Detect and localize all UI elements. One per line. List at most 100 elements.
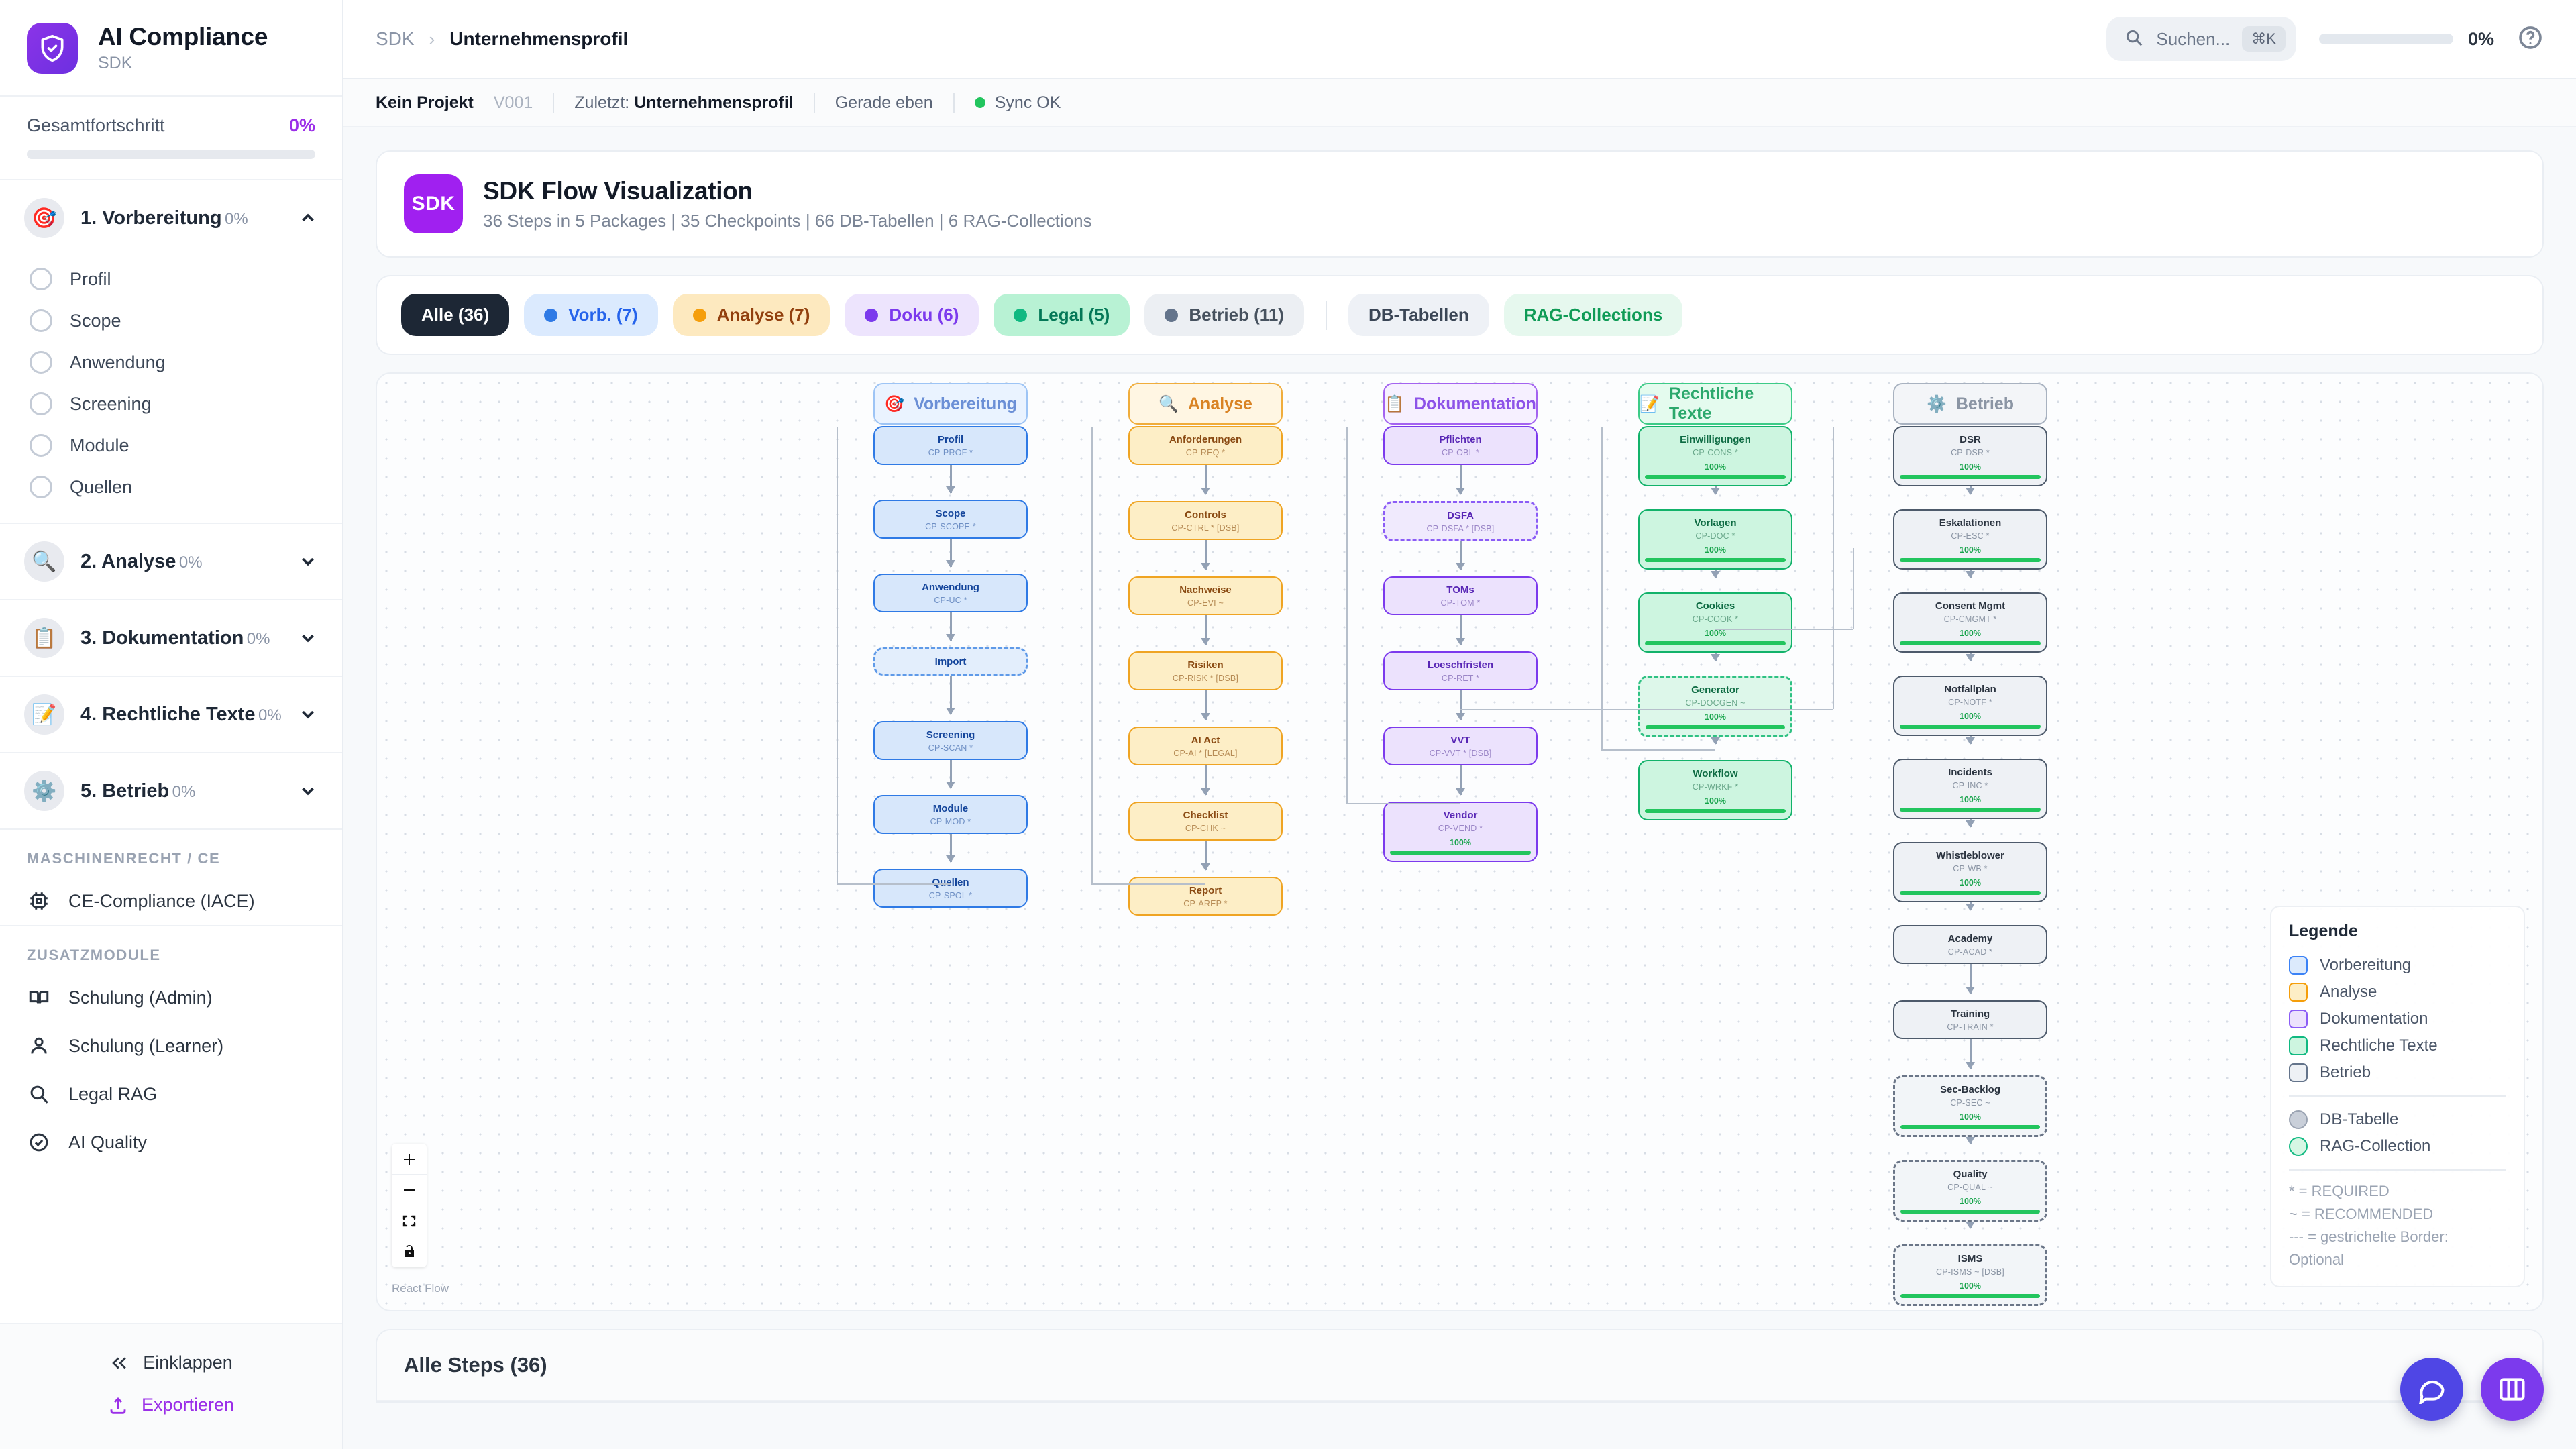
node-code: CP-ISMS ~ [DSB] <box>1936 1267 2004 1277</box>
node-title: Training <box>1950 1008 1990 1020</box>
sidebar-item-legal-rag[interactable]: Legal RAG <box>0 1070 342 1118</box>
sidebar-item-ce-compliance[interactable]: CE-Compliance (IACE) <box>0 877 342 925</box>
substep-profil[interactable]: Profil <box>0 258 342 300</box>
substep-quellen[interactable]: Quellen <box>0 466 342 508</box>
radio-icon <box>30 434 52 457</box>
node-code: CP-VVT * [DSB] <box>1429 749 1492 759</box>
phase-header[interactable]: 📝 4. Rechtliche Texte 0% <box>0 677 342 752</box>
help-circle-icon[interactable] <box>2517 24 2544 54</box>
flow-canvas[interactable]: 🎯Vorbereitung🔍Analyse📋Dokumentation📝Rech… <box>376 372 2544 1311</box>
breadcrumb-root[interactable]: SDK <box>376 28 415 49</box>
chip-label: Betrieb (11) <box>1189 305 1284 325</box>
filter-chip-db-tabellen[interactable]: DB-Tabellen <box>1348 294 1489 336</box>
filter-chip-doku[interactable]: Doku (6) <box>845 294 979 336</box>
fit-view-icon[interactable] <box>392 1205 427 1236</box>
node-code: CP-SPOL * <box>928 891 973 901</box>
filter-chip-all[interactable]: Alle (36) <box>401 294 510 336</box>
export-button[interactable]: Exportieren <box>0 1384 342 1426</box>
sidebar-item-schulung-admin[interactable]: Schulung (Admin) <box>0 973 342 1022</box>
node-code: CP-WB * <box>1953 864 1988 874</box>
sidebar-item-schulung-learner[interactable]: Schulung (Learner) <box>0 1022 342 1070</box>
flow-node-import[interactable]: Import <box>873 647 1028 676</box>
filter-chip-ana[interactable]: Analyse (7) <box>672 294 830 336</box>
search-input[interactable]: Suchen... ⌘K <box>2106 17 2296 61</box>
sidebar-spacer <box>0 1167 342 1323</box>
flow-edge <box>1456 615 1465 645</box>
filter-chip-legal[interactable]: Legal (5) <box>994 294 1130 336</box>
brand-header[interactable]: AI Compliance SDK <box>0 0 342 97</box>
chevron-down-icon[interactable] <box>298 551 318 572</box>
filter-chip-rag-collections[interactable]: RAG-Collections <box>1503 294 1683 336</box>
phase-header[interactable]: ⚙️ 5. Betrieb 0% <box>0 753 342 828</box>
legend-row: Vorbereitung <box>2289 952 2506 979</box>
flow-edge <box>1201 690 1210 720</box>
chevron-up-icon[interactable] <box>298 208 318 228</box>
zoom-out-button[interactable] <box>392 1175 427 1205</box>
substep-module[interactable]: Module <box>0 425 342 466</box>
sidebar: AI Compliance SDK Gesamtfortschritt 0% 🎯… <box>0 0 343 1449</box>
filter-chip-betrieb[interactable]: Betrieb (11) <box>1144 294 1304 336</box>
collapse-sidebar-button[interactable]: Einklappen <box>0 1342 342 1384</box>
zoom-in-button[interactable] <box>392 1144 427 1175</box>
last-edited-value: Unternehmensprofil <box>634 93 794 112</box>
phase-header[interactable]: 📋 3. Dokumentation 0% <box>0 600 342 676</box>
unlock-icon[interactable] <box>392 1236 427 1267</box>
filter-chip-vorb[interactable]: Vorb. (7) <box>524 294 658 336</box>
panel-fab[interactable] <box>2481 1358 2544 1421</box>
sidebar-item-label: AI Quality <box>68 1132 148 1152</box>
legend-label: Dokumentation <box>2320 1009 2428 1028</box>
chevron-down-icon[interactable] <box>298 628 318 648</box>
node-code: CP-RET * <box>1441 674 1480 684</box>
search-placeholder: Suchen... <box>2156 28 2231 49</box>
flow-edge <box>946 676 955 715</box>
chevron-down-icon[interactable] <box>298 781 318 801</box>
phase-progress: 0% <box>258 706 282 724</box>
flow-connector <box>1833 427 1834 709</box>
chevron-down-icon[interactable] <box>298 704 318 724</box>
sidebar-item-ai-quality[interactable]: AI Quality <box>0 1118 342 1167</box>
substep-scope[interactable]: Scope <box>0 300 342 341</box>
substep-screening[interactable]: Screening <box>0 383 342 425</box>
substep-anwendung[interactable]: Anwendung <box>0 341 342 383</box>
breadcrumb-current: Unternehmensprofil <box>449 28 629 49</box>
chat-fab[interactable] <box>2400 1358 2463 1421</box>
phase-header[interactable]: 🎯 1. Vorbereitung 0% <box>0 180 342 256</box>
phase-header[interactable]: 🔍 2. Analyse 0% <box>0 524 342 599</box>
node-title: Einwilligungen <box>1680 434 1751 445</box>
